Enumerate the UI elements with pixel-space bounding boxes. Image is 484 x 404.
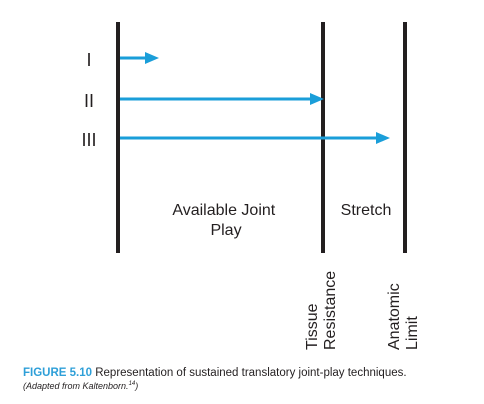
caption-text: Representation of sustained translatory … [95,367,407,379]
available-joint-play-line-1: Available Joint [172,202,275,219]
tissue-resistance-label: Tissue Resistance [304,271,339,350]
anatomic-limit-line-1: Anatomic [386,283,403,350]
figure-number: FIGURE 5.10 [23,367,93,379]
tissue-resistance-line-1: Tissue [304,303,321,350]
caption-source-ref: 14 [128,381,136,387]
anatomic-limit-label: Anatomic Limit [386,279,421,350]
tissue-resistance-line-2: Resistance [322,271,339,350]
grade-ii-arrow [120,93,324,105]
caption-source-text: (Adapted from Kaltenborn. [23,381,129,391]
available-joint-play-line-2: Play [210,222,241,239]
available-joint-play-label: Available Joint Play [172,202,279,239]
joint-play-diagram: I II III Available Joint Play Stretch Ti… [81,22,421,350]
figure-caption: FIGURE 5.10 Representation of sustained … [23,366,478,392]
grade-i-label: I [86,50,91,70]
stretch-label: Stretch [341,202,392,219]
grade-ii-label: II [84,91,94,111]
grade-i-arrow [120,52,159,64]
caption-source-end: ) [135,381,139,391]
grade-iii-arrow [120,132,390,144]
caption-source: (Adapted from Kaltenborn.14) [23,380,478,392]
anatomic-limit-line-2: Limit [404,316,421,350]
grade-iii-label: III [81,130,96,150]
